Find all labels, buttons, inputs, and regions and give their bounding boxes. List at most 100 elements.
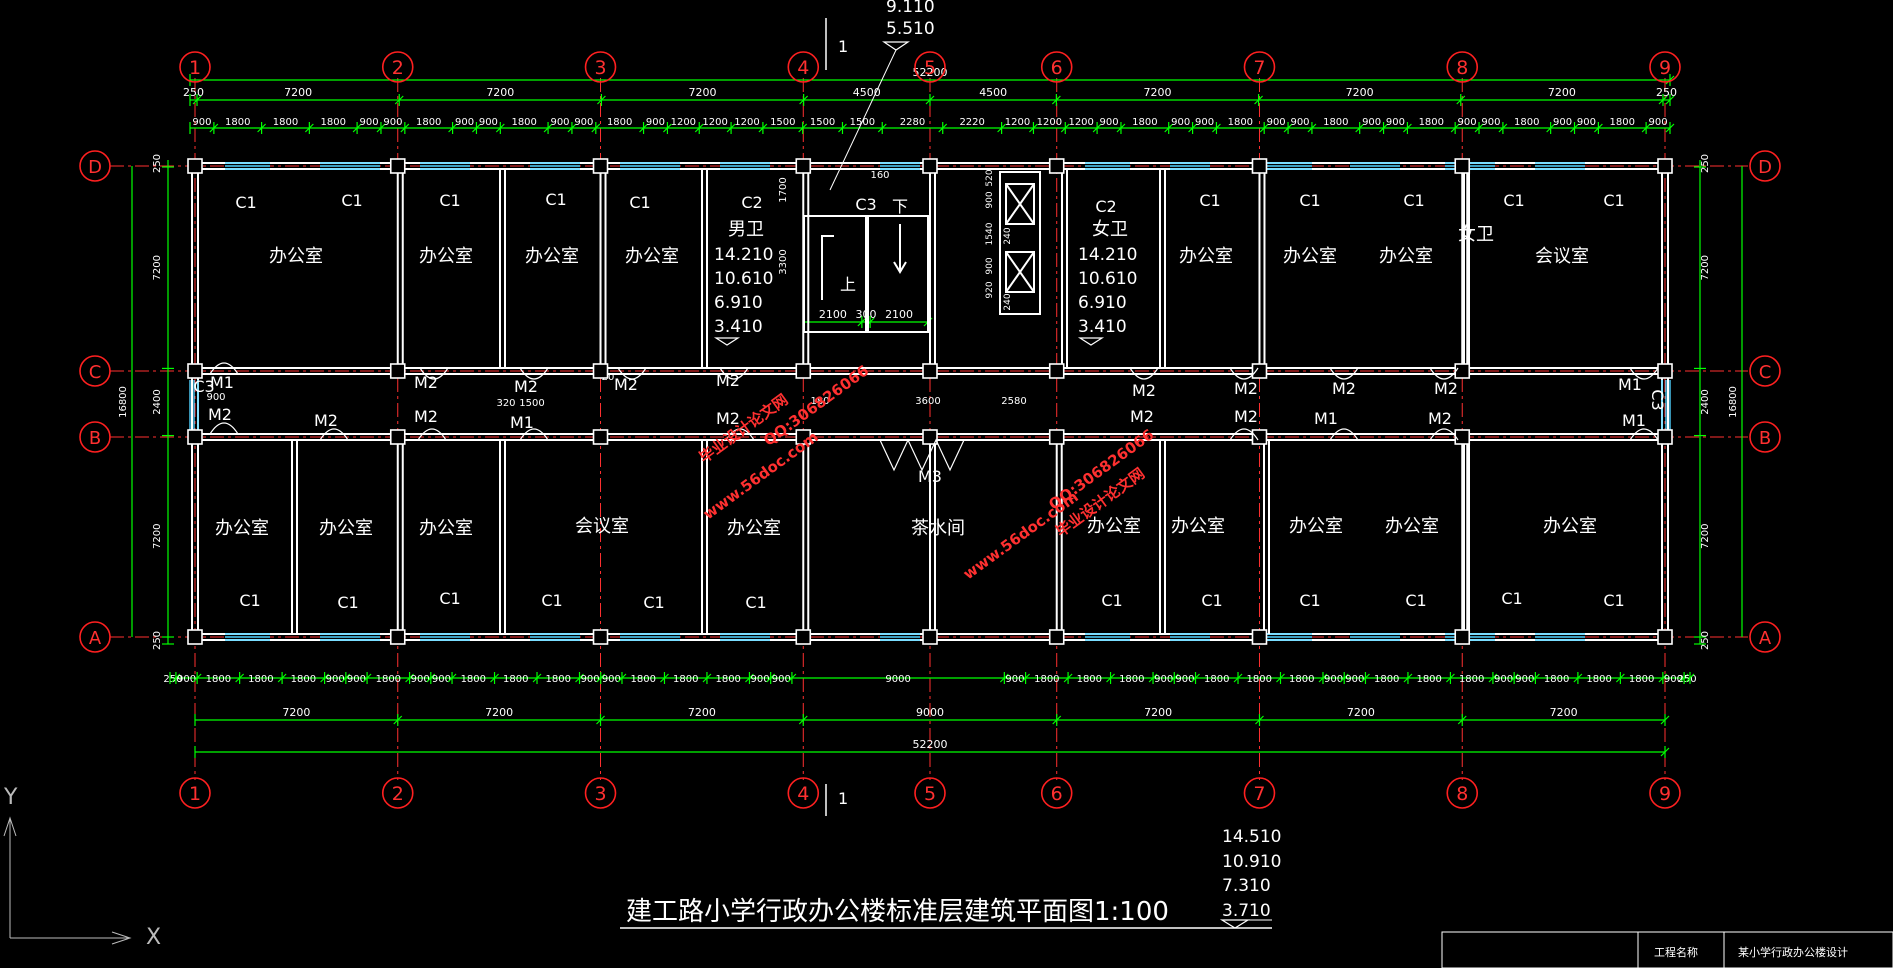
dim-value: 900 (1515, 674, 1534, 685)
tag-up: 上 (840, 275, 856, 294)
dim-value: 900 (1577, 117, 1596, 128)
dim-value: 2100 (819, 308, 847, 321)
room-label: 办公室 (1385, 516, 1439, 537)
dim-value: 900 (574, 117, 593, 128)
stair-dim-vertical: 1700 (778, 177, 789, 202)
dim-value: 900 (1324, 674, 1343, 685)
axis-bubble-label: D (1758, 157, 1772, 178)
dim-value: 1800 (1077, 674, 1102, 685)
column (1048, 429, 1065, 445)
column (1454, 158, 1471, 174)
level-wc-left-3: 6.910 (714, 293, 763, 313)
tag-c1: C1 (745, 593, 766, 612)
corridor-dim: 900 (206, 392, 225, 403)
dim-value: 1200 (1068, 117, 1093, 128)
dim-value: 900 (411, 674, 430, 685)
tag-c1: C1 (341, 191, 362, 210)
dim-value: 1800 (1132, 117, 1157, 128)
dim-value: 900 (1553, 117, 1572, 128)
column (187, 629, 203, 645)
dim-value: 1800 (206, 674, 231, 685)
dim-value-vertical: 7200 (152, 524, 163, 549)
level-top-1: 9.110 (886, 0, 935, 17)
dim-value: 1800 (320, 117, 345, 128)
corridor-dim: 160 (870, 170, 889, 181)
level-wc-right-4: 3.410 (1078, 317, 1127, 337)
door-swing (1429, 367, 1459, 380)
column (1454, 363, 1471, 379)
column (389, 158, 406, 174)
door-swing (1329, 428, 1359, 441)
corridor-dim: 1500 (519, 398, 544, 409)
axis-bubble-label: 3 (594, 783, 606, 805)
axis-bubble-label: D (88, 157, 102, 178)
tag-m2: M2 (314, 411, 338, 430)
dim-value: 1800 (1204, 674, 1229, 685)
dim-value: 52200 (913, 738, 948, 751)
column (795, 363, 812, 379)
stair-dim-vertical: 3300 (778, 249, 789, 274)
room-label: 办公室 (215, 518, 269, 539)
axis-bubble-7-bottom (1243, 777, 1276, 809)
elevation-level-stacks: 9.110 5.510 14.210 10.610 6.910 3.410 14… (713, 0, 1281, 929)
column (592, 429, 609, 445)
tag-c1: C1 (1501, 589, 1522, 608)
axis-bubble-label: 2 (392, 783, 404, 805)
dim-value-vertical: 250 (152, 154, 163, 173)
dim-value: 1800 (416, 117, 441, 128)
dim-value: 1800 (503, 674, 528, 685)
dim-value: 900 (192, 117, 211, 128)
tag-m2: M2 (1130, 407, 1154, 426)
tag-m2: M2 (208, 405, 232, 424)
level-symbol-bottom (1219, 919, 1251, 929)
dim-value: 900 (1664, 674, 1683, 685)
tag-m3: M3 (918, 467, 942, 486)
axis-bubble-label: 2 (392, 57, 404, 79)
stair (803, 215, 929, 333)
dim-value: 1800 (1119, 674, 1144, 685)
column (1454, 629, 1471, 645)
dim-value-vertical: 7200 (152, 255, 163, 280)
dim-value: 2220 (959, 117, 984, 128)
dim-value: 7200 (1346, 86, 1374, 99)
column (389, 429, 406, 445)
column (187, 363, 203, 379)
level-leader-top (829, 49, 897, 191)
tag-c1: C1 (1299, 591, 1320, 610)
dim-value: 1800 (1419, 117, 1444, 128)
dim-value: 1800 (1610, 117, 1635, 128)
column (1251, 158, 1268, 174)
axis-bubble-label: 1 (189, 783, 201, 805)
dim-value-vertical: 250 (1700, 154, 1711, 173)
dim-value-vertical: 250 (152, 631, 163, 650)
dim-value: 2100 (885, 308, 913, 321)
elevator-dim-vertical: 900 (985, 257, 995, 274)
door-swing (1629, 367, 1659, 380)
column (1048, 363, 1065, 379)
dim-value: 1800 (1514, 117, 1539, 128)
axis-bubble-A-left (79, 621, 111, 653)
door-swing (1329, 367, 1359, 380)
dim-value: 2280 (900, 117, 925, 128)
axis-bubble-label: 1 (189, 57, 201, 79)
column (1251, 429, 1268, 445)
axis-bubble-7-top (1243, 51, 1276, 83)
tag-m2: M2 (716, 409, 740, 428)
column (1657, 363, 1673, 379)
door-swing (1129, 367, 1159, 380)
dim-value: 1800 (511, 117, 536, 128)
tag-m1: M1 (1618, 375, 1642, 394)
dim-value: 1800 (715, 674, 740, 685)
corridor-dim: 320 (496, 398, 515, 409)
axis-bubble-9-bottom (1649, 777, 1681, 809)
elevator-dim-vertical: 520 (985, 169, 995, 186)
dim-value: 250 (1678, 674, 1697, 685)
door-swings (209, 362, 1659, 472)
dim-value-vertical: 2400 (1700, 389, 1711, 414)
room-label: 办公室 (419, 246, 473, 267)
dim-value: 52200 (913, 66, 948, 79)
door-swing (617, 367, 647, 380)
room-label: 办公室 (1543, 516, 1597, 537)
dim-value: 1800 (631, 674, 656, 685)
axis-bubble-2-bottom (381, 777, 414, 809)
